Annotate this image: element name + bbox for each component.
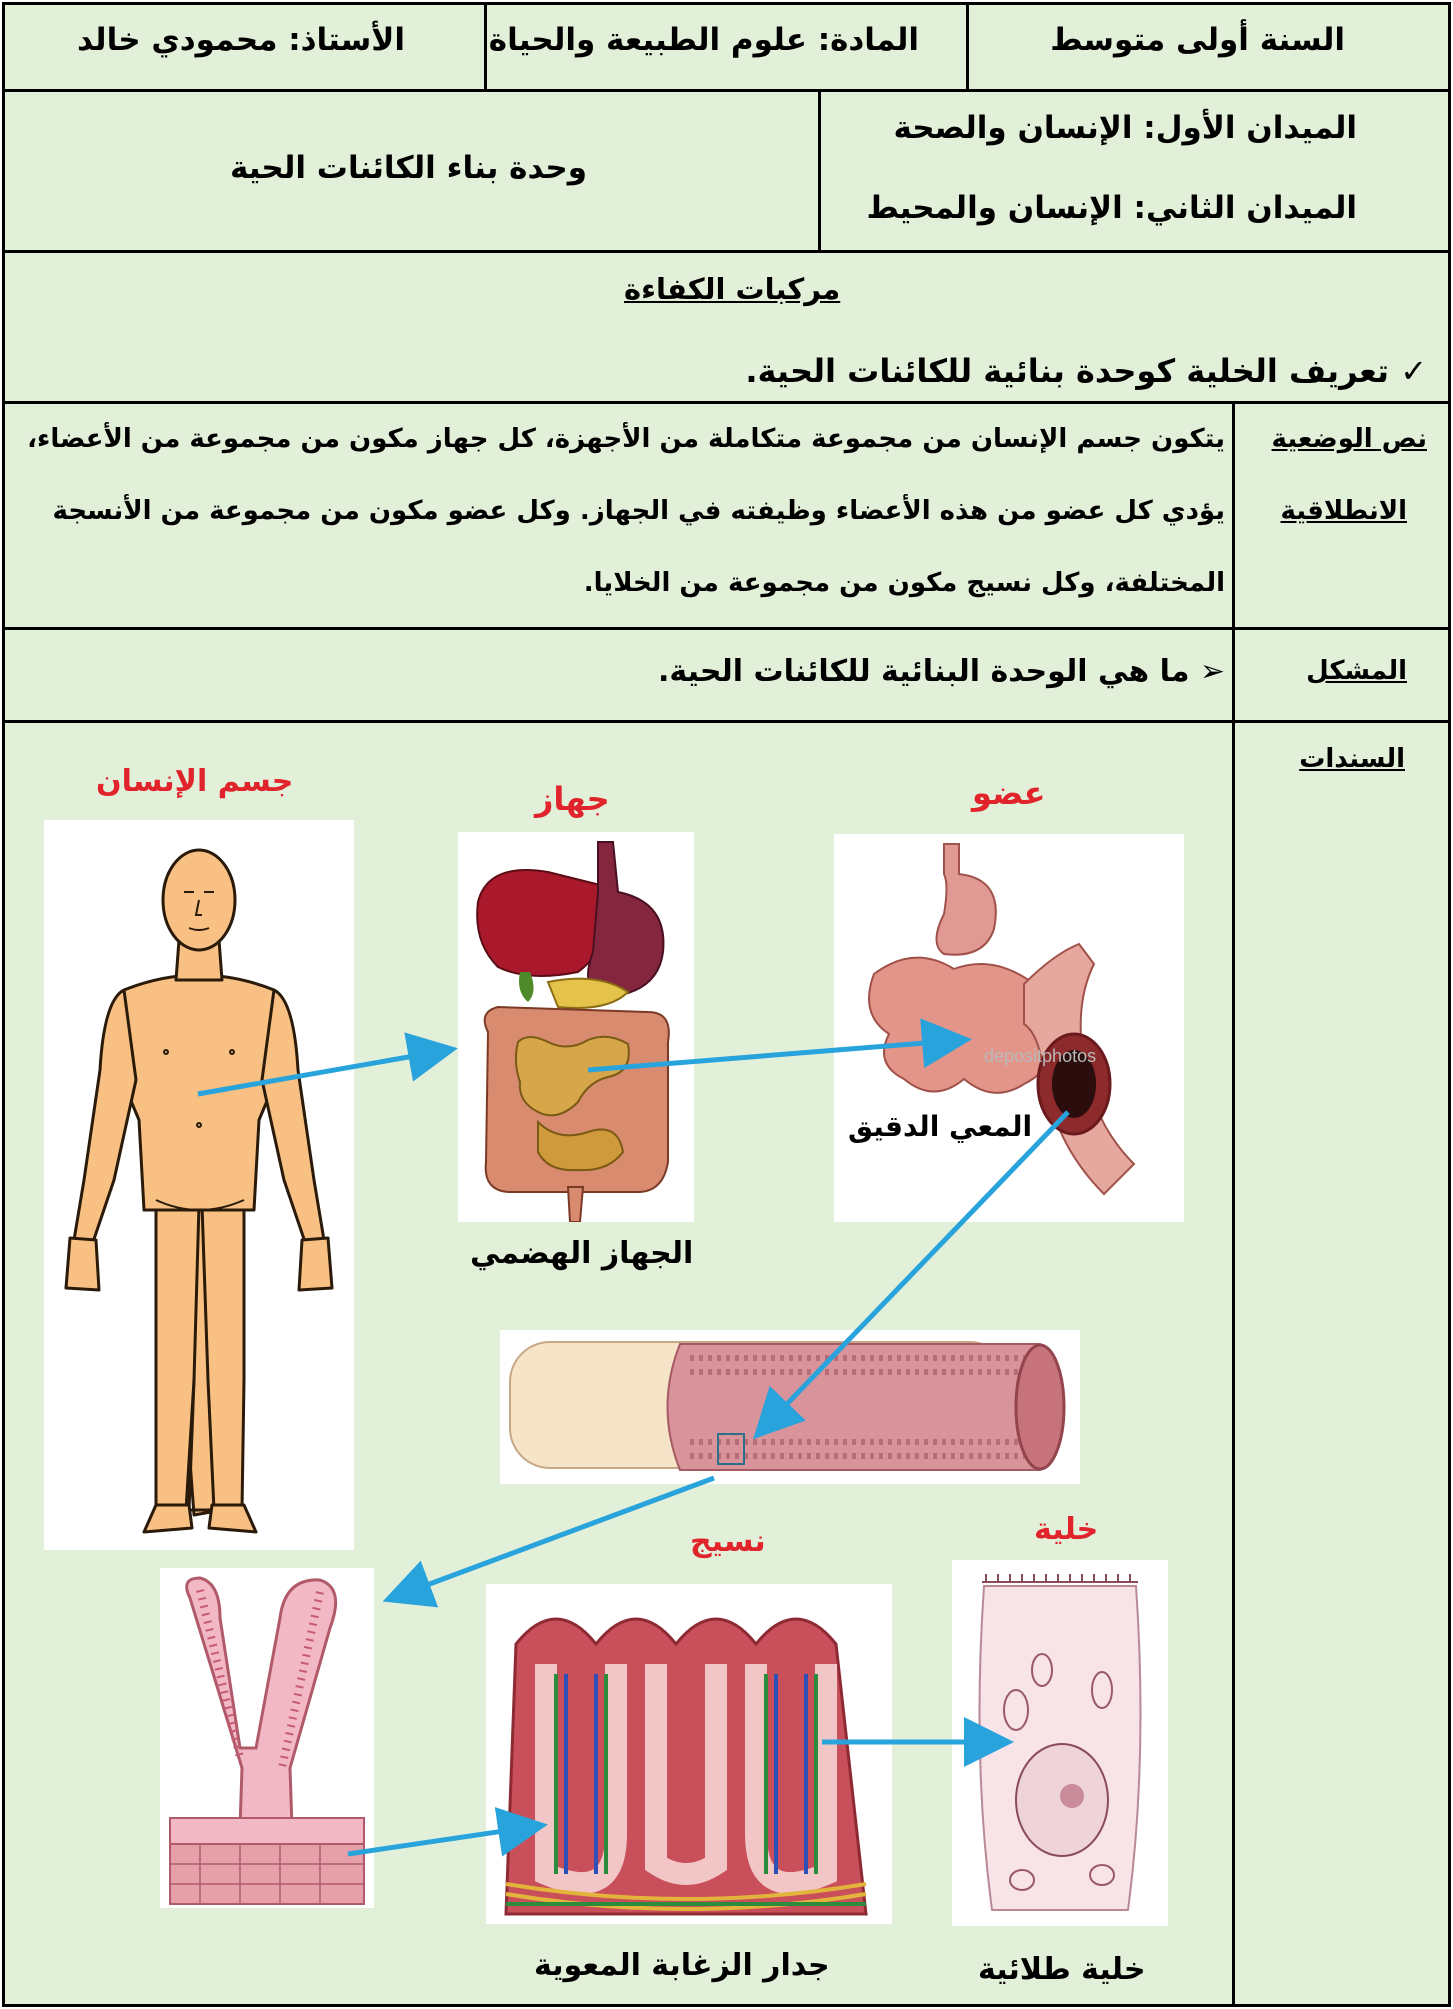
arrow-body-to-system [198,1050,448,1094]
arrow-section-to-villus [392,1478,714,1598]
arrow-organ-to-section [760,1112,1068,1432]
arrow-system-to-organ [588,1040,962,1070]
arrow-villus-to-wall [348,1826,538,1854]
